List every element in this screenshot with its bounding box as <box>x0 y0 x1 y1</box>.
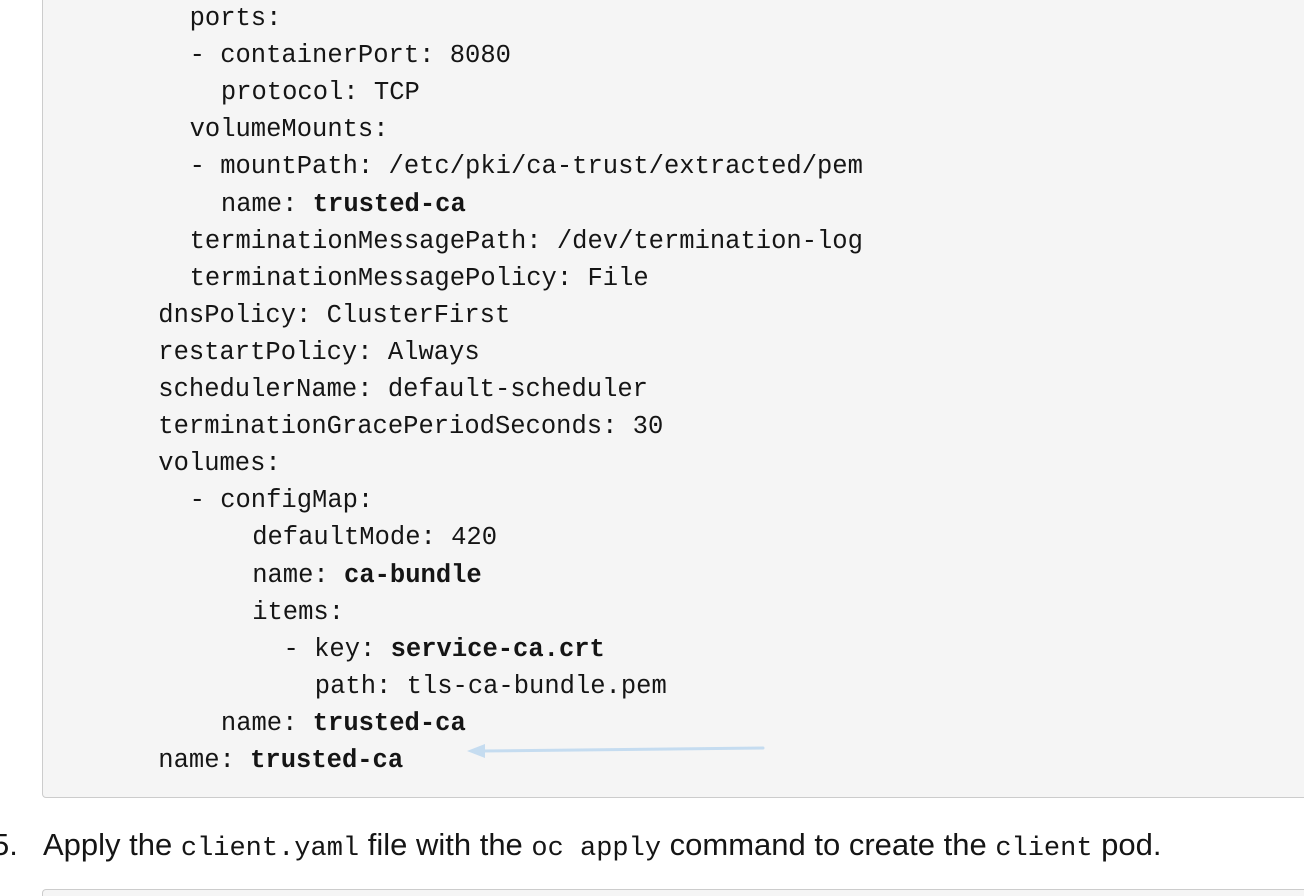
code-line: - mountPath: /etc/pki/ca-trust/extracted… <box>189 152 863 182</box>
code-line: name: trusted-ca <box>220 708 466 738</box>
step-5-instruction: 5. Apply the client.yaml file with the o… <box>0 823 1304 867</box>
code-line: name: trusted-ca <box>220 189 466 219</box>
code-line: dnsPolicy: ClusterFirst <box>158 300 511 330</box>
code-highlight: trusted-ca <box>250 746 404 775</box>
code-line: protocol: TCP <box>220 78 420 108</box>
yaml-code-block: ports: - containerPort: 8080 protocol: TCP… <box>42 0 1304 798</box>
code-line: schedulerName: default-scheduler <box>158 375 648 404</box>
code-line: terminationGracePeriodSeconds: 30 <box>158 412 664 442</box>
code-line: - key: service-ca.crt <box>283 634 605 664</box>
code-line: restartPolicy: Always <box>158 337 480 367</box>
code-line: volumeMounts: <box>189 115 389 145</box>
callout-arrow-icon <box>467 744 765 758</box>
code-line: volumes: <box>158 449 281 479</box>
code-line: terminationMessagePolicy: File <box>189 263 649 293</box>
next-code-block <box>42 889 1304 896</box>
code-line: items: <box>252 597 345 627</box>
code-line: name: ca-bundle <box>252 560 482 590</box>
code-highlight: service-ca.crt <box>390 634 605 664</box>
code-line: name: trusted-ca <box>158 746 404 775</box>
inline-code-client-yaml: client.yaml <box>180 834 360 864</box>
code-highlight: ca-bundle <box>344 560 482 590</box>
step-number: 5. <box>0 827 18 862</box>
code-line: defaultMode: 420 <box>252 523 498 553</box>
code-line: path: tls-ca-bundle.pem <box>314 671 667 701</box>
code-highlight: trusted-ca <box>312 708 466 738</box>
inline-code-oc-apply: oc apply <box>531 834 662 864</box>
step-text: Apply the client.yaml file with the oc a… <box>43 827 1162 864</box>
code-line: ports: <box>189 4 282 33</box>
code-line: - containerPort: 8080 <box>189 41 511 71</box>
code-line: terminationMessagePath: /dev/termination… <box>189 226 863 256</box>
inline-code-client: client <box>995 834 1093 864</box>
code-highlight: trusted-ca <box>312 189 466 219</box>
code-line: - configMap: <box>189 486 374 516</box>
